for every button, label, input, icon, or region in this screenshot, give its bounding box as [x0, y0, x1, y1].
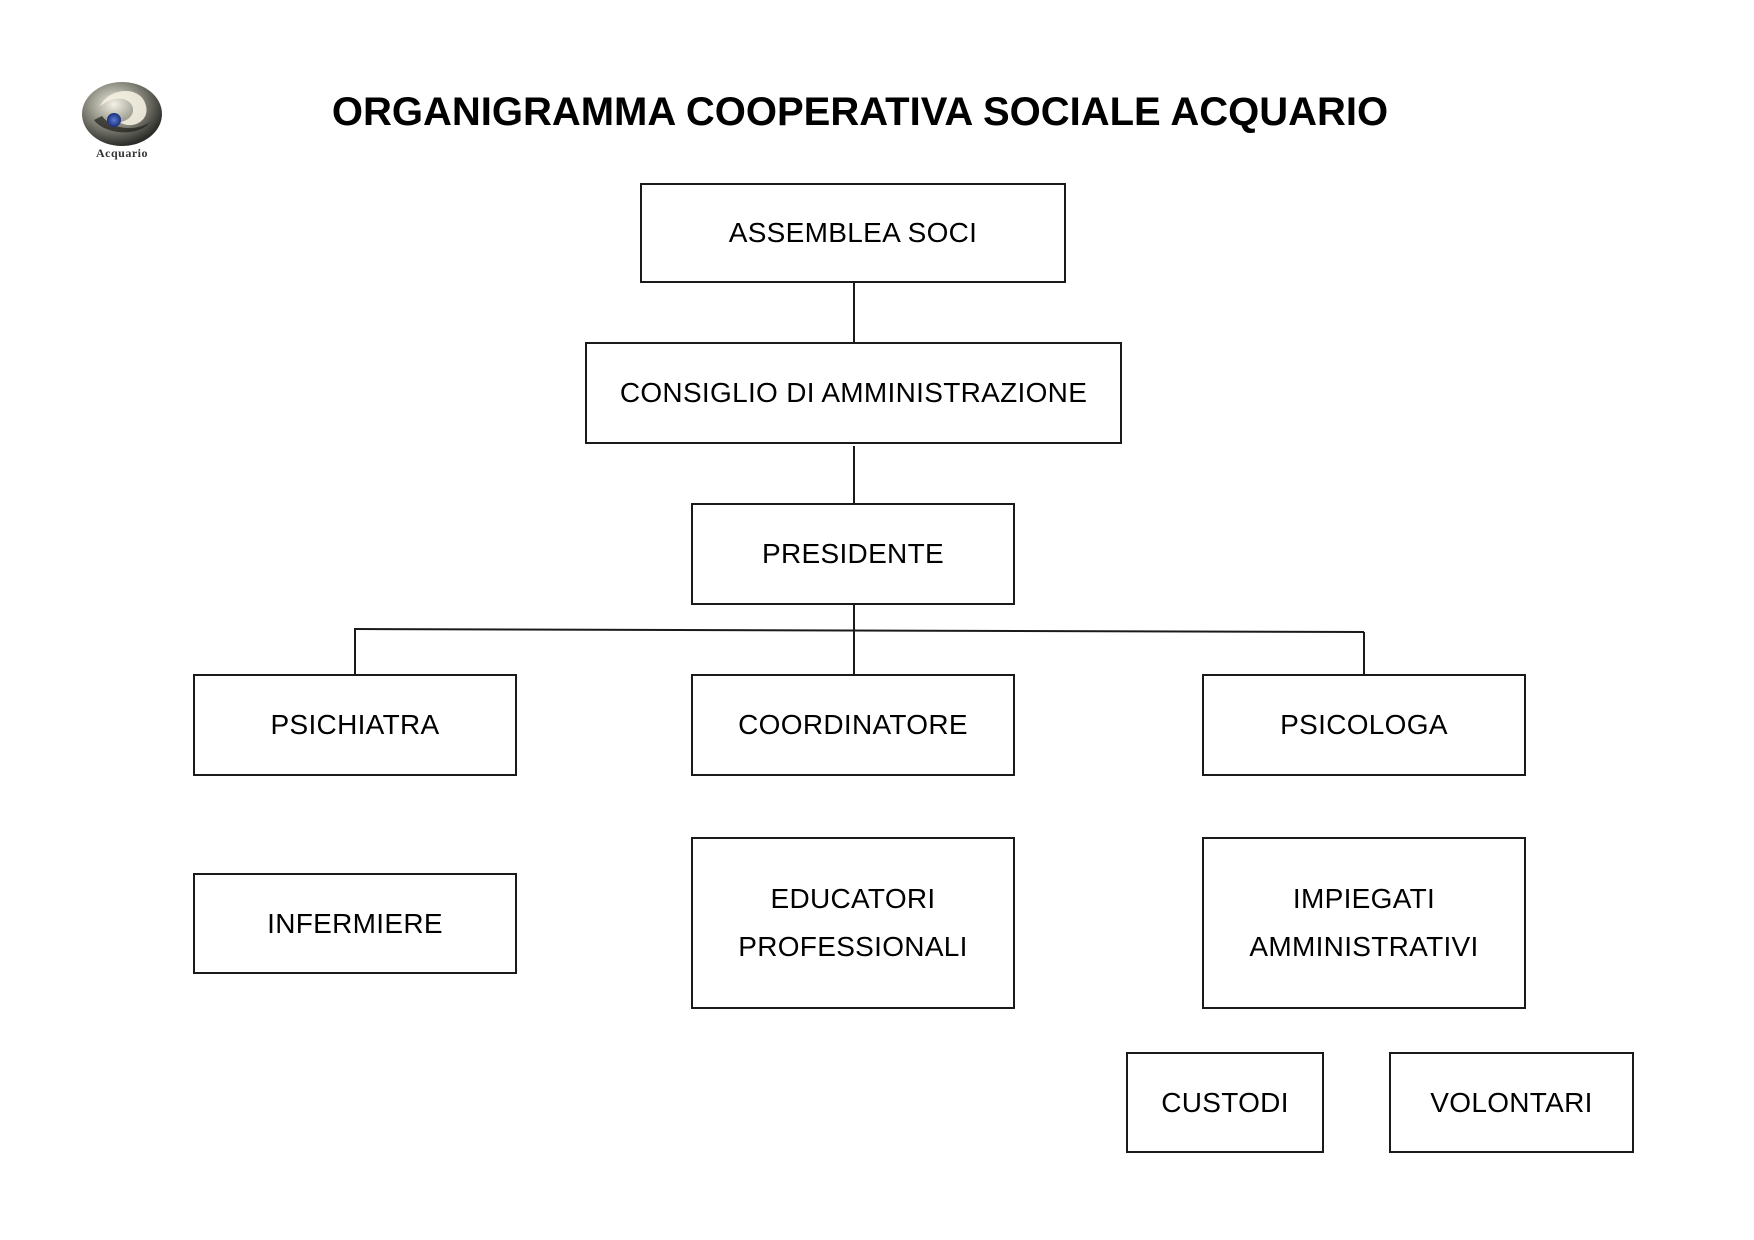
logo: Acquario	[80, 76, 164, 162]
node-label: ASSEMBLEA SOCI	[728, 217, 978, 248]
node-coordinatore: COORDINATORE	[691, 674, 1015, 776]
node-impiegati-amministrativi: IMPIEGATI AMMINISTRATIVI	[1202, 837, 1526, 1009]
node-presidente: PRESIDENTE	[691, 503, 1015, 605]
node-educatori-professionali: EDUCATORI PROFESSIONALI	[691, 837, 1015, 1009]
logo-text: Acquario	[96, 146, 148, 160]
node-label: CUSTODI	[1161, 1086, 1289, 1118]
node-label: EDUCATORI PROFESSIONALI	[738, 883, 968, 962]
node-label: INFERMIERE	[267, 907, 443, 939]
page-title: ORGANIGRAMMA COOPERATIVA SOCIALE ACQUARI…	[331, 90, 1389, 134]
node-label: CONSIGLIO DI AMMINISTRAZIONE	[619, 377, 1088, 408]
node-psichiatra: PSICHIATRA	[193, 674, 517, 776]
node-psicologa: PSICOLOGA	[1202, 674, 1526, 776]
node-assemblea-soci: ASSEMBLEA SOCI	[640, 183, 1066, 283]
node-consiglio-di-amministrazione: CONSIGLIO DI AMMINISTRAZIONE	[585, 342, 1122, 444]
node-label: PSICOLOGA	[1280, 709, 1448, 740]
node-label: PSICHIATRA	[270, 709, 440, 740]
acquario-logo-icon	[82, 82, 162, 146]
node-label: VOLONTARI	[1430, 1086, 1593, 1118]
node-label: PRESIDENTE	[762, 538, 944, 569]
node-label: IMPIEGATI AMMINISTRATIVI	[1249, 883, 1479, 962]
node-infermiere: INFERMIERE	[193, 873, 517, 974]
edge-horizontal-bus	[353, 628, 1365, 633]
node-custodi: CUSTODI	[1126, 1052, 1324, 1153]
node-label: COORDINATORE	[738, 709, 968, 740]
node-volontari: VOLONTARI	[1389, 1052, 1634, 1153]
